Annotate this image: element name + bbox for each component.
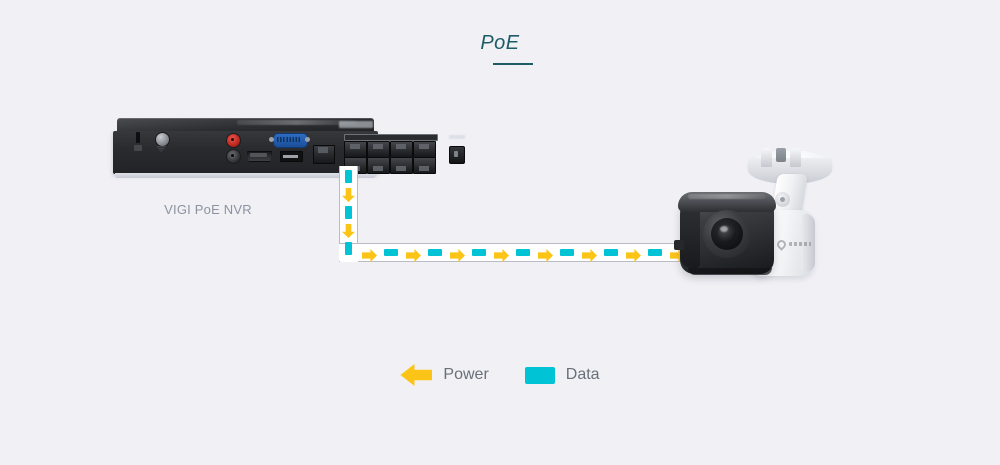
ground-symbol-icon bbox=[157, 146, 166, 152]
ground-screw-icon bbox=[155, 132, 170, 147]
legend-item-power: Power bbox=[400, 364, 489, 386]
camera-bottom-shadow bbox=[688, 268, 772, 275]
data-flow-dash-h-5 bbox=[560, 249, 574, 256]
rj45-lan-port-inner bbox=[318, 147, 328, 153]
poe-port-5 bbox=[390, 141, 413, 158]
data-flow-dash-h-6 bbox=[604, 249, 618, 256]
camera-cable-entry bbox=[674, 240, 684, 250]
data-flow-dash-h-4 bbox=[516, 249, 530, 256]
legend-label-data: Data bbox=[565, 366, 600, 383]
vga-screw-left bbox=[269, 137, 274, 142]
camera-mount-screw bbox=[780, 197, 785, 202]
tplink-logo-mark bbox=[775, 238, 788, 251]
nvr-top-surface bbox=[117, 118, 374, 132]
vga-screw-right bbox=[305, 137, 310, 142]
camera-sunshade-visor bbox=[678, 192, 776, 212]
usb-port-inner bbox=[283, 155, 298, 158]
poe-port-1 bbox=[344, 141, 367, 158]
camera-mount-notch-left bbox=[761, 148, 772, 167]
kensington-lock-slot-icon bbox=[136, 132, 140, 143]
data-swatch-icon bbox=[524, 366, 555, 384]
poe-port-block-label-bar bbox=[344, 134, 438, 141]
data-flow-dash-v-1 bbox=[345, 170, 352, 183]
legend-item-data: Data bbox=[524, 366, 600, 384]
poe-port-6 bbox=[390, 157, 413, 174]
vga-pin-holes bbox=[277, 137, 302, 142]
poe-port-4 bbox=[367, 157, 390, 174]
camera-mount-notch-middle bbox=[776, 148, 786, 162]
data-flow-dash-v-3 bbox=[345, 242, 352, 255]
power-arrow-icon bbox=[400, 364, 433, 386]
tplink-logo-icon bbox=[775, 238, 811, 251]
camera-mount-notch-right bbox=[790, 148, 801, 167]
page-title-underline bbox=[493, 63, 533, 65]
vigi-poe-nvr-device bbox=[113, 118, 465, 180]
camera-visor-highlight bbox=[688, 194, 766, 199]
camera-front-bezel bbox=[680, 204, 700, 268]
tplink-logo-wordmark bbox=[789, 242, 811, 246]
nvr-top-highlight bbox=[237, 120, 357, 125]
nvr-base-edge bbox=[115, 173, 376, 178]
lock-glyph-icon bbox=[134, 145, 142, 151]
page-title: PoE bbox=[480, 32, 520, 54]
data-flow-dash-v-2 bbox=[345, 206, 352, 219]
vigi-bullet-camera-device bbox=[674, 148, 836, 290]
legend-label-power: Power bbox=[443, 366, 489, 383]
data-flow-dash-h-1 bbox=[384, 249, 398, 256]
legend: Power Data bbox=[0, 364, 1000, 386]
rca-audio-out-core bbox=[231, 138, 234, 141]
data-flow-dash-h-2 bbox=[428, 249, 442, 256]
rca-audio-in-core bbox=[231, 154, 234, 157]
data-flow-dash-h-7 bbox=[648, 249, 662, 256]
poe-port-8 bbox=[413, 157, 436, 174]
nvr-device-label: VIGI PoE NVR bbox=[164, 202, 252, 217]
dc-power-jack-core bbox=[454, 151, 458, 157]
poe-port-3 bbox=[367, 141, 390, 158]
power-jack-label bbox=[449, 135, 465, 139]
camera-lens-glint bbox=[720, 226, 728, 232]
data-flow-dash-h-3 bbox=[472, 249, 486, 256]
nvr-brand-mark bbox=[339, 121, 373, 128]
hdmi-port-inner bbox=[250, 153, 267, 157]
poe-port-7 bbox=[413, 141, 436, 158]
